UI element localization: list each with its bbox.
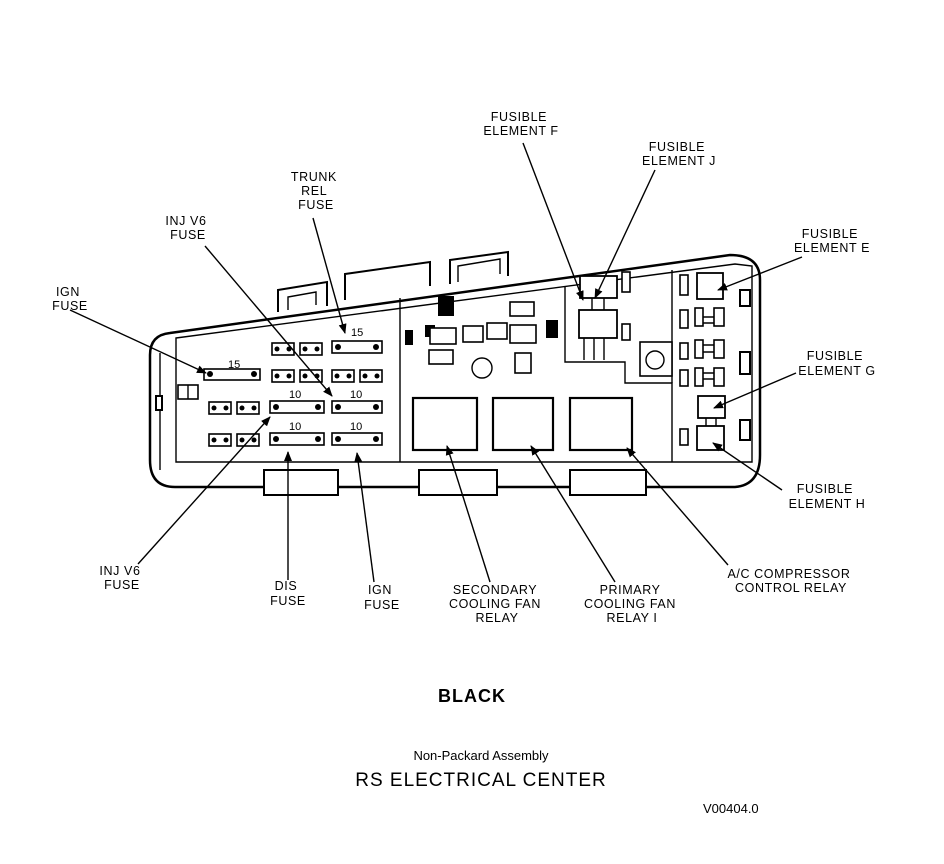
top-tab-left (277, 280, 328, 312)
label-trunk-rel-fuse: TRUNK REL FUSE (291, 170, 341, 212)
fuse (331, 340, 383, 354)
label-inj-v6-fuse-bottom: INJ V6 FUSE (99, 564, 144, 592)
fuse (271, 342, 295, 356)
fuse-rating: 10 (289, 421, 301, 433)
fuse (299, 342, 323, 356)
fuse-rating: 10 (289, 389, 301, 401)
fuse (299, 369, 323, 383)
color-label: BLACK (438, 686, 506, 706)
fuse (331, 400, 383, 414)
fuse (236, 401, 260, 415)
fuse (208, 433, 232, 447)
label-ign-fuse-left: IGN FUSE (52, 285, 88, 313)
label-inj-v6-fuse-top: INJ V6 FUSE (165, 214, 210, 242)
fuse (208, 401, 232, 415)
fusible-element-g (697, 395, 726, 419)
label-fusible-element-g: FUSIBLE ELEMENT G (798, 349, 875, 378)
fuse (331, 432, 383, 446)
fusible-element-j (579, 275, 618, 299)
label-dis-fuse: DIS FUSE (270, 579, 306, 608)
label-secondary-cooling-fan-relay: SECONDARY COOLING FAN RELAY (449, 583, 545, 625)
leader-lines (69, 142, 803, 583)
fuse (331, 369, 355, 383)
middle-components (405, 296, 634, 452)
fuse (236, 433, 260, 447)
fuse (269, 432, 325, 446)
label-primary-cooling-fan-relay: PRIMARY COOLING FAN RELAY I (584, 583, 680, 625)
fuse-rating: 15 (351, 327, 363, 339)
fuse (269, 400, 325, 414)
label-ign-fuse-bottom: IGN FUSE (364, 583, 400, 612)
label-fusible-element-h: FUSIBLE ELEMENT H (789, 482, 866, 511)
bottom-connector-left (263, 469, 339, 496)
primary-cooling-fan-relay (491, 396, 555, 452)
page-title: RS ELECTRICAL CENTER (355, 770, 607, 791)
right-components (578, 271, 726, 451)
fuse-grid: 15 15 10 10 10 10 (203, 327, 383, 447)
bottom-connector-right (569, 469, 647, 496)
fuse (271, 369, 295, 383)
label-fusible-element-e: FUSIBLE ELEMENT E (794, 227, 870, 255)
fuse (203, 368, 261, 381)
top-tab-middle (344, 260, 431, 300)
bottom-connector-middle (418, 469, 498, 496)
fusible-element-f (578, 309, 618, 339)
housing (148, 250, 762, 496)
fuse (359, 369, 383, 383)
ac-compressor-control-relay (568, 396, 634, 452)
fusible-element-e (696, 272, 724, 300)
secondary-cooling-fan-relay (411, 396, 479, 452)
fuse-rating: 10 (350, 389, 362, 401)
label-fusible-element-j: FUSIBLE ELEMENT J (642, 140, 716, 168)
fusible-element-h (696, 425, 725, 451)
fuse-rating: 15 (228, 359, 240, 371)
fuse-rating: 10 (350, 421, 362, 433)
label-fusible-element-f: FUSIBLE ELEMENT F (483, 110, 558, 138)
label-ac-compressor-control-relay: A/C COMPRESSOR CONTROL RELAY (727, 567, 854, 595)
reference-code: V00404.0 (703, 801, 759, 816)
callout-labels: FUSIBLE ELEMENT F FUSIBLE ELEMENT J FUSI… (52, 110, 875, 625)
subtitle: Non-Packard Assembly (413, 748, 549, 763)
